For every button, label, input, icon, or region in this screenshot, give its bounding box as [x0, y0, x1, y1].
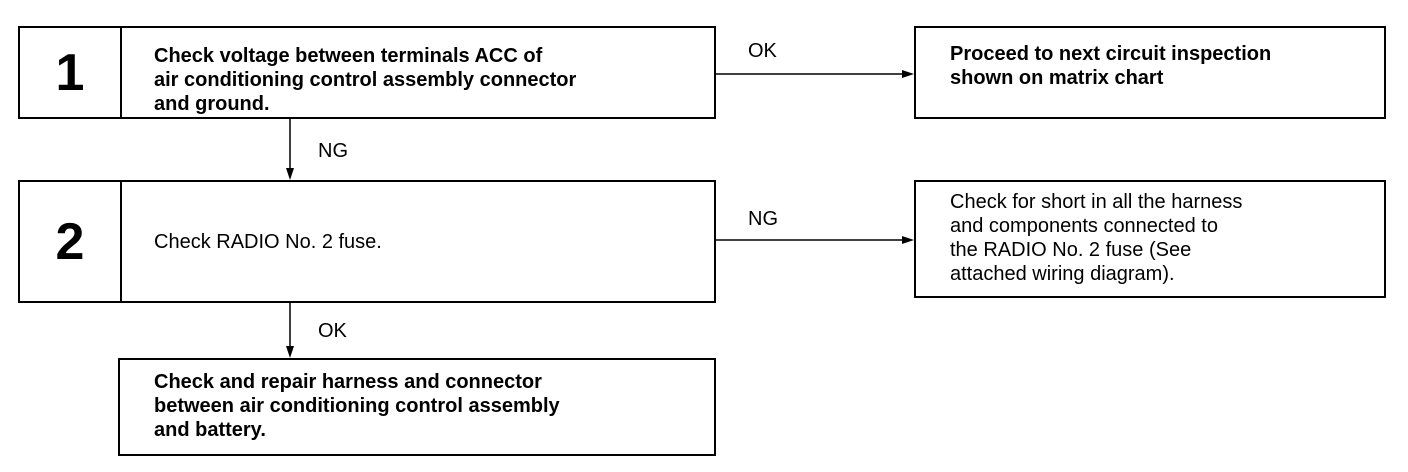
- step-2-ng-result-box: Check for short in all the harness and c…: [914, 180, 1386, 298]
- arrowhead-step2-ng: [902, 236, 914, 244]
- final-action-text: Check and repair harness and connector b…: [154, 371, 560, 441]
- step-2-text: Check RADIO No. 2 fuse.: [154, 230, 382, 253]
- step-2-number: 2: [20, 182, 122, 301]
- arrowhead-step1-ng: [286, 168, 294, 180]
- arrowhead-step1-ok: [902, 70, 914, 78]
- step-2-box: 2 Check RADIO No. 2 fuse.: [18, 180, 716, 303]
- step-1-ok-result-text: Proceed to next circuit inspection shown…: [950, 43, 1272, 89]
- step-1-number: 1: [20, 28, 122, 117]
- final-action-box: Check and repair harness and connector b…: [118, 358, 716, 456]
- step-1-ok-label: OK: [748, 40, 777, 62]
- step-2-ng-label: NG: [748, 208, 778, 230]
- step-1-text: Check voltage between terminals ACC of a…: [154, 45, 577, 115]
- arrowhead-step2-ok: [286, 346, 294, 358]
- step-2-ng-result-text: Check for short in all the harness and c…: [950, 191, 1243, 285]
- step-1-box: 1 Check voltage between terminals ACC of…: [18, 26, 716, 119]
- step-1-ng-label: NG: [318, 140, 348, 162]
- step-1-ok-result-box: Proceed to next circuit inspection shown…: [914, 26, 1386, 119]
- step-2-ok-label: OK: [318, 320, 347, 342]
